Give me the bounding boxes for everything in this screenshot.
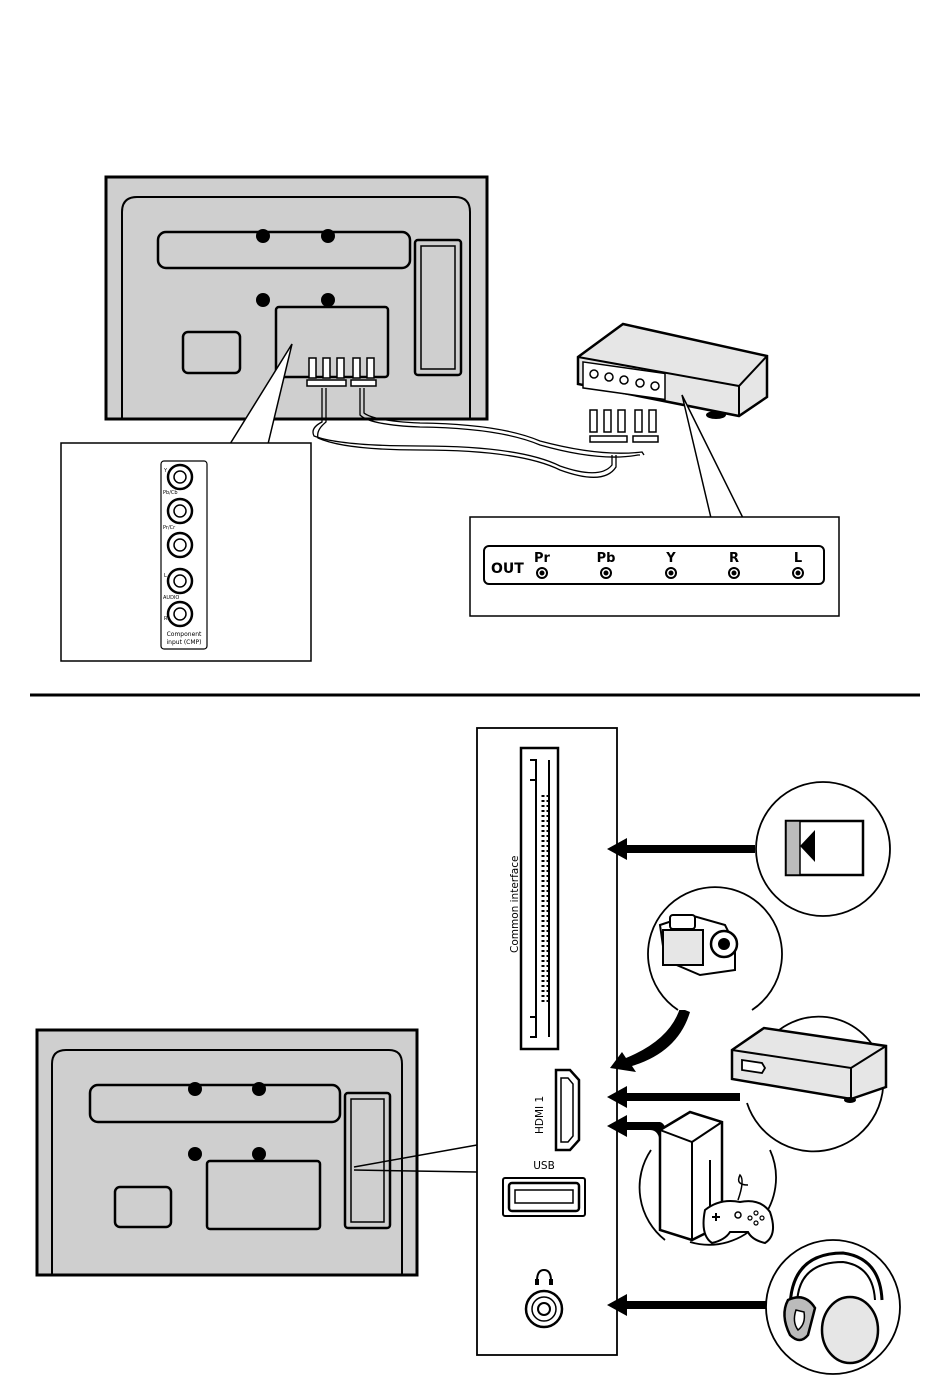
hdmi-label: HDMI 1: [534, 1096, 546, 1134]
game-console-icon: [640, 1112, 776, 1245]
port-label-l: L: [164, 573, 167, 579]
tv-component-panel: Y Pb/Cb Pr/Cr L AUDIO R Component input …: [61, 443, 311, 661]
camcorder-arrow: [610, 1008, 690, 1072]
out-port-l-label: L: [794, 551, 802, 566]
port-label-pb: Pb/Cb: [163, 490, 178, 496]
headphones-icon: [766, 1240, 900, 1374]
hdmi-port: [556, 1070, 579, 1150]
component-caption-1: Component: [167, 631, 202, 638]
device-component-plugs: [590, 410, 658, 442]
tv-back-top: [106, 177, 487, 420]
usb-port: [503, 1178, 585, 1216]
usb-label: USB: [533, 1160, 555, 1172]
port-label-audio: AUDIO: [163, 595, 179, 601]
side-connector-panel: Common interface HDMI 1 USB: [477, 728, 617, 1355]
common-interface-slot: [521, 748, 558, 1049]
ci-card-icon: [756, 782, 890, 916]
port-label-pr: Pr/Cr: [163, 525, 176, 531]
camcorder-icon: [648, 887, 782, 1010]
source-device: [578, 324, 767, 419]
port-label-r: R: [164, 616, 168, 622]
component-caption-2: input (CMP): [166, 639, 201, 646]
out-port-y-label: Y: [665, 551, 676, 566]
device-output-panel: OUT Pr Pb Y R L: [470, 517, 839, 616]
ci-arrow: [607, 838, 755, 860]
tv-back-bottom: [37, 1030, 477, 1276]
headphones-arrow: [607, 1294, 775, 1316]
out-port-r-label: R: [729, 551, 739, 566]
stb-arrow: [607, 1086, 740, 1108]
out-port-pb-label: Pb: [597, 551, 616, 566]
set-top-box-icon: [732, 1017, 886, 1152]
common-interface-label: Common interface: [509, 856, 521, 953]
out-label: OUT: [491, 561, 524, 577]
out-port-pr-label: Pr: [534, 551, 551, 566]
